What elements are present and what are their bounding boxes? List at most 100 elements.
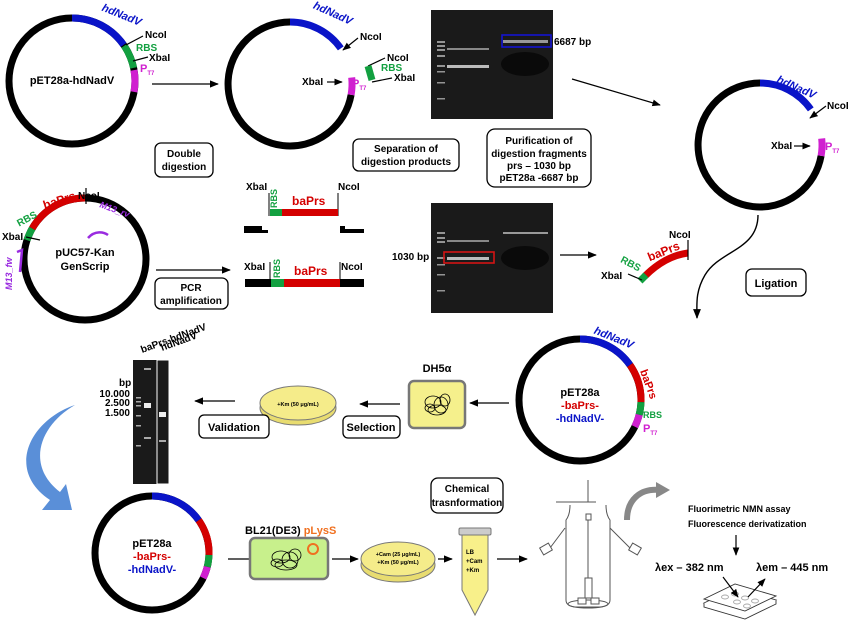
plasmid-name-line3: -hdNadV-	[556, 413, 605, 425]
gene-label-baprs: baPrs	[41, 188, 77, 212]
svg-text:Selection: Selection	[347, 422, 396, 434]
primer-arrow-rv	[87, 231, 109, 239]
plate-label: +Km (50 μg/mL)	[277, 402, 319, 408]
ligation-arrow	[693, 214, 759, 319]
microplate-icon	[702, 583, 778, 620]
bl21-cell: BL21(DE3) pLysS	[245, 525, 336, 581]
step-separation: Separation of digestion products	[352, 138, 460, 172]
svg-text:baPrs: baPrs	[292, 194, 326, 208]
excitation-label: λex – 382 nm	[655, 562, 724, 574]
plysS-plasmid-icon	[307, 543, 319, 555]
band-label: 1030 bp	[392, 252, 429, 263]
svg-text:Ligation: Ligation	[755, 278, 798, 290]
gel-digestion: 6687 bp	[431, 10, 591, 119]
gene-label-hdnadv: hdNadV	[311, 0, 355, 28]
baprs-segment	[29, 194, 86, 231]
site-label-xbai: XbaI	[771, 141, 792, 152]
plasmid-name: pUC57-Kan	[55, 247, 115, 259]
plasmid-bottom-construct: pET28a -baPrs- -hdNadV-	[91, 492, 213, 614]
site-label-xbai: XbaI	[2, 232, 23, 243]
plasmid-pet28a-hdnadv: pET28a-hdNadV hdNadV NcoI RBS XbaI PT7	[5, 2, 170, 148]
rbs-segment	[23, 226, 36, 242]
step-ligation: Ligation	[745, 268, 807, 297]
band-highlight	[443, 251, 495, 264]
marker-label: 2.500	[105, 398, 130, 409]
petri-plate-km: +Km (50 μg/mL)	[259, 385, 337, 426]
hdnadv-segment	[579, 335, 633, 368]
bioreactor-icon	[538, 480, 643, 609]
svg-text:Double: Double	[167, 149, 201, 160]
plasmid-name: pET28a	[560, 387, 600, 399]
tube-label-line3: +Km	[466, 568, 479, 574]
svg-text:Chemical: Chemical	[445, 484, 490, 495]
svg-text:digestion: digestion	[162, 162, 206, 173]
pcr-fragment-product: XbaI NcoI RBS baPrs	[244, 259, 364, 287]
site-label-ncoi: NcoI	[145, 30, 167, 41]
plasmid-digested: hdNadV NcoI XbaI PT7 NcoI RBS XbaI	[224, 0, 415, 150]
dh5a-cell: DH5α	[407, 363, 467, 430]
site-label-ncoi: NcoI	[78, 191, 100, 202]
petri-plate-cam-km: +Cam (25 μg/mL) +Km (50 μg/mL)	[360, 541, 436, 583]
plasmid-name: pET28a	[132, 538, 172, 550]
gel-pcr-product: 1030 bp	[392, 203, 553, 313]
marker-label: 1.500	[105, 408, 130, 419]
svg-text:prs – 1030 bp: prs – 1030 bp	[507, 161, 571, 172]
step-chemical-transformation: Chemical trasnformation	[430, 477, 504, 514]
plate-label-line2: +Km (50 μg/mL)	[377, 560, 419, 566]
baprs-segment	[627, 362, 645, 403]
promoter-label: PT7	[825, 141, 840, 155]
svg-text:NcoI: NcoI	[341, 262, 363, 273]
svg-text:XbaI: XbaI	[394, 73, 415, 84]
svg-text:digestion fragments: digestion fragments	[491, 149, 587, 160]
dna-tangle-icon	[424, 393, 451, 416]
svg-text:XbaI: XbaI	[244, 262, 265, 273]
insert-fragment: NcoI baPrs RBS XbaI	[601, 230, 691, 284]
plasmid-opened-vector: hdNadV NcoI XbaI PT7	[694, 74, 849, 211]
svg-text:amplification: amplification	[160, 296, 222, 307]
hdnadv-segment	[289, 18, 344, 51]
arrow	[571, 78, 661, 107]
site-label-ncoi: NcoI	[360, 32, 382, 43]
fluorimetric-assay: Fluorimetric NMN assay Fluorescence deri…	[655, 504, 828, 620]
unit-label: bp	[119, 378, 131, 389]
ladder-bands	[437, 41, 445, 100]
emission-label: λem – 445 nm	[756, 562, 828, 574]
hdnadv-segment	[759, 79, 814, 112]
svg-text:trasnformation: trasnformation	[432, 498, 503, 509]
rbs-label: RBS	[136, 43, 157, 54]
step-purification: Purification of digestion fragments prs …	[486, 128, 592, 188]
plasmid-backbone	[224, 18, 355, 150]
tube-label: LB	[466, 550, 475, 556]
primer-label-m13-fw: M13_fw	[4, 256, 14, 290]
svg-text:RBS: RBS	[381, 63, 402, 74]
assay-title: Fluorimetric NMN assay	[688, 504, 791, 514]
hdnadv-segment	[71, 14, 127, 47]
plasmid-name-line2: GenScrip	[61, 261, 110, 273]
plasmid-name: pET28a-hdNadV	[30, 75, 115, 87]
promoter-label: PT7	[140, 63, 155, 77]
plasmid-name-line2: -baPrs-	[561, 400, 599, 412]
baprs-segment	[195, 518, 213, 556]
promoter-label: PT7	[643, 423, 658, 437]
band-highlight	[501, 34, 552, 48]
step-pcr-amplification: PCR amplification	[154, 277, 229, 310]
plasmid-puc57-kan: pUC57-Kan GenScrip NcoI baPrs RBS XbaI M…	[2, 188, 150, 324]
site-label-xbai: XbaI	[149, 53, 170, 64]
gel-validation: baPrs-hdNadV hdNadV bp 10.000 2.500 1.50…	[99, 322, 208, 485]
hdnadv-segment	[151, 492, 202, 523]
svg-text:digestion products: digestion products	[361, 157, 451, 168]
svg-text:XbaI: XbaI	[601, 271, 622, 282]
pt7-segment	[200, 565, 211, 580]
step-double-digestion: Double digestion	[154, 142, 214, 178]
primer-arrow-fw	[16, 248, 24, 273]
plasmid-pet28a-baprs-hdnadv: pET28a -baPrs- -hdNadV- hdNadV baPrs RBS…	[515, 325, 662, 465]
culture-tube: LB +Cam +Km	[458, 527, 492, 617]
pt7-segment	[817, 138, 826, 157]
svg-text:RBS: RBS	[269, 189, 279, 208]
pt7-segment	[631, 413, 643, 429]
site-label-xbai: XbaI	[302, 77, 323, 88]
cell-label: DH5α	[423, 363, 452, 375]
svg-text:RBS: RBS	[272, 259, 282, 278]
svg-text:pET28a -6687 bp: pET28a -6687 bp	[500, 173, 579, 184]
step-selection: Selection	[342, 415, 401, 439]
